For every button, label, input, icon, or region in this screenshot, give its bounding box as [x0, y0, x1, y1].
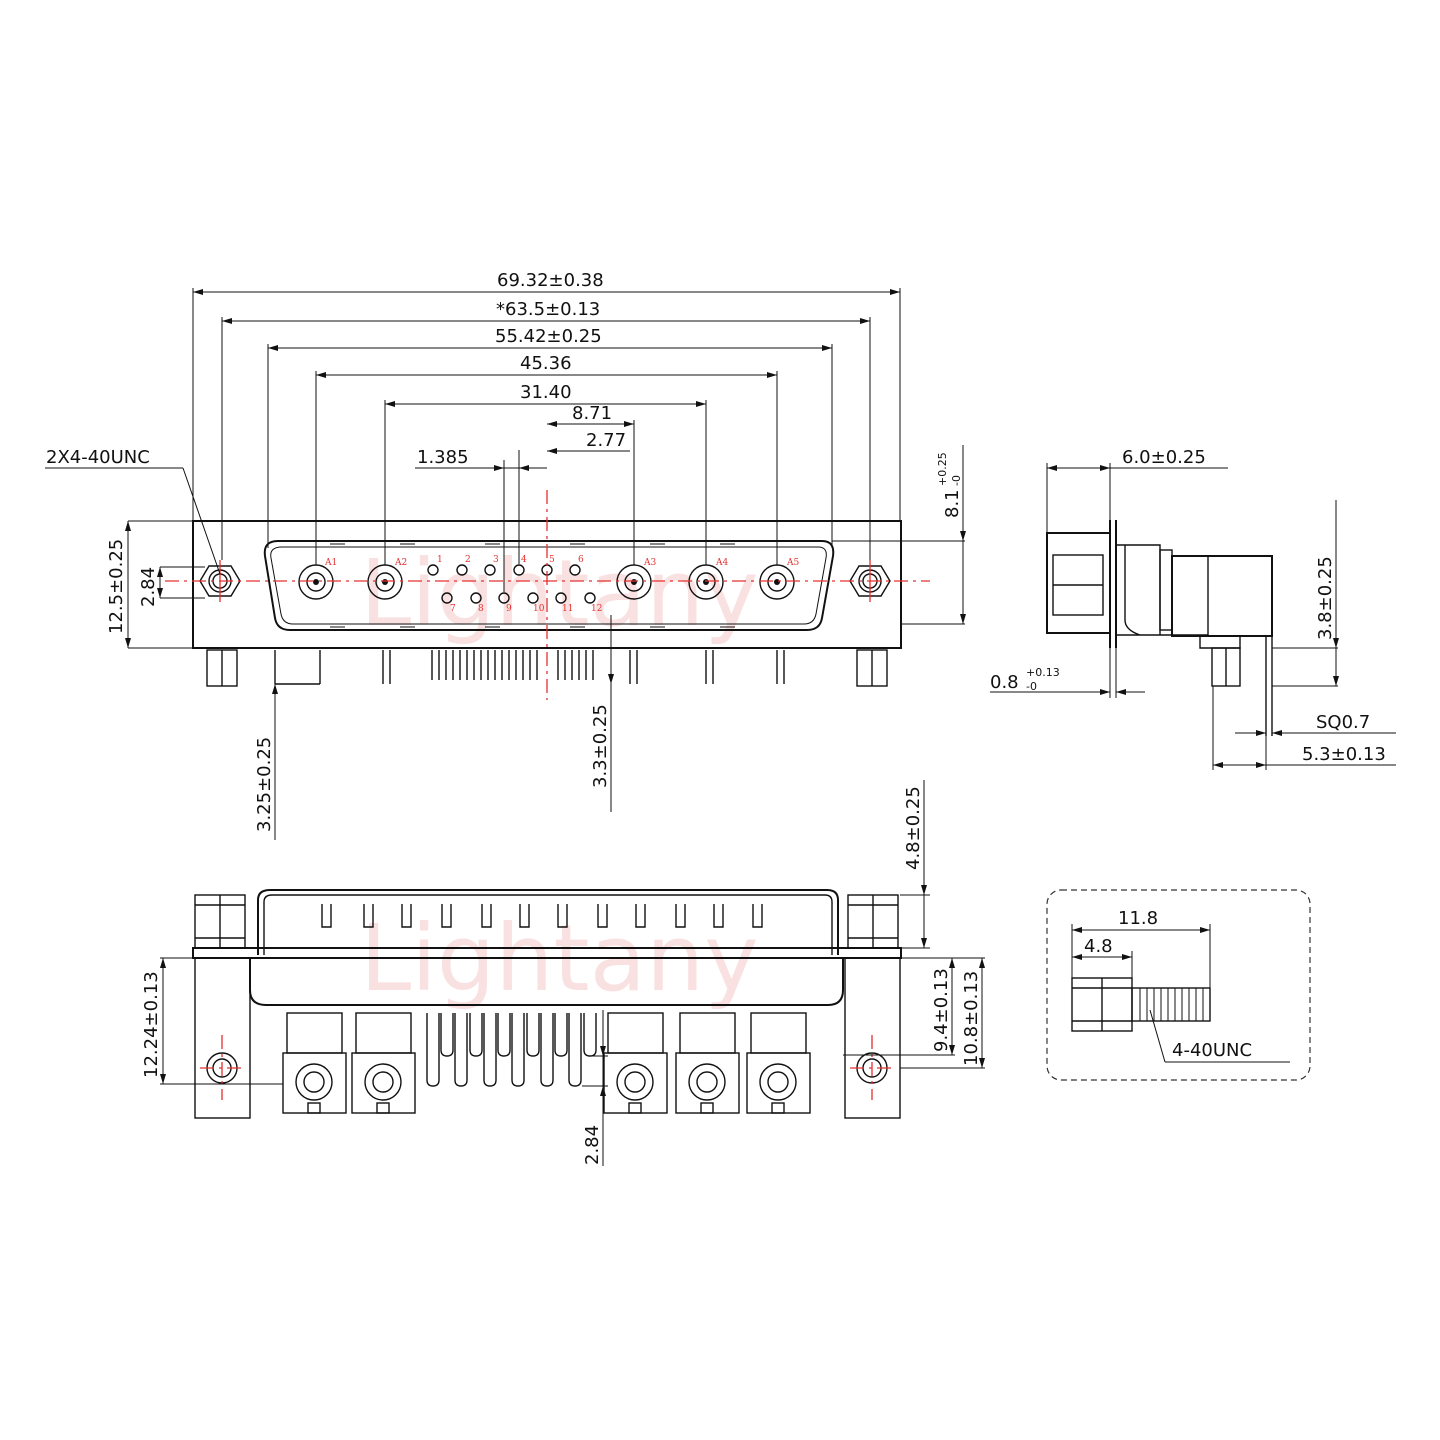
pin-label-5: 5 — [549, 555, 555, 565]
pin-label-12: 12 — [591, 604, 602, 614]
coax-label-a4: A4 — [715, 558, 728, 568]
side-pcb-tab — [1199, 635, 1241, 649]
pin-label-6: 6 — [578, 555, 584, 565]
side-dim-depth: 6.0±0.25 — [1122, 447, 1206, 468]
bottom-centermarks — [200, 1035, 894, 1100]
bottom-shell-top-inner — [263, 894, 833, 955]
pin-label-2: 2 — [465, 555, 471, 565]
pin-label-4: 4 — [521, 555, 527, 565]
bottom-dim-pin-row: 9.4±0.13 — [931, 968, 952, 1052]
side-shell — [1116, 544, 1208, 636]
screw-thread-lines — [1139, 988, 1204, 1021]
side-tol-upper: +0.13 — [1026, 666, 1060, 679]
side-housing — [1171, 555, 1273, 637]
dim-pin-length: 3.3±0.25 — [590, 704, 611, 788]
thread-callout: 2X4-40UNC — [46, 447, 150, 468]
dim-coax-span: 45.36 — [520, 353, 572, 374]
pin-label-3: 3 — [493, 555, 499, 565]
side-dim-arrows — [1047, 465, 1339, 768]
side-dim-pin-square: SQ0.7 — [1316, 712, 1370, 733]
dim-pin-offset: 2.77 — [586, 430, 626, 451]
dim-shell-height: 8.1 — [942, 489, 963, 518]
front-dim-arrows — [125, 289, 966, 694]
screw-dim-total-length: 11.8 — [1118, 908, 1158, 929]
dim-hole-offset: 2.84 — [138, 567, 159, 607]
side-dim-lines — [990, 463, 1396, 770]
front-dshell-inner — [270, 546, 827, 625]
bottom-flange — [192, 947, 902, 959]
side-view: 6.0±0.25 3.8±0.25 0.8 +0.13 -0 SQ0.7 5.3… — [990, 447, 1396, 770]
bottom-shell-slots — [321, 904, 763, 928]
screw-thread-callout: 4-40UNC — [1172, 1040, 1252, 1061]
front-legs — [206, 649, 888, 687]
dim-leg-length: 3.25±0.25 — [254, 737, 275, 832]
bottom-dim-pin-pitch: 2.84 — [582, 1125, 603, 1165]
bottom-insulator — [249, 958, 844, 1006]
side-shell-rear — [1159, 549, 1173, 631]
side-body — [1046, 532, 1111, 634]
front-view: A1 A2 A3 A4 A5 1 2 3 4 5 6 7 8 9 10 11 1… — [45, 270, 966, 840]
pin-label-8: 8 — [478, 604, 484, 614]
bottom-signal-pins — [426, 1013, 597, 1087]
pin-label-1: 1 — [437, 555, 443, 565]
side-dim-pin-offset: 5.3±0.13 — [1302, 744, 1386, 765]
pin-label-10: 10 — [533, 604, 545, 614]
dim-pin-half-pitch: 1.385 — [417, 447, 469, 468]
bottom-dim-arrows — [160, 885, 985, 1096]
bottom-jackscrews — [194, 894, 899, 949]
shell-dimples — [330, 543, 735, 628]
coax-label-a5: A5 — [786, 558, 799, 568]
coax-label-a2: A2 — [394, 558, 407, 568]
dim-mount-spacing: *63.5±0.13 — [496, 299, 600, 320]
dim-inner-coax-span: 31.40 — [520, 382, 572, 403]
screw-dim-head-length: 4.8 — [1084, 936, 1113, 957]
tol-shell-lower: -0 — [950, 475, 963, 486]
front-dshell — [263, 540, 835, 631]
dim-overall-width: 69.32±0.38 — [497, 270, 604, 291]
pin-label-11: 11 — [562, 604, 573, 614]
coax-label-a3: A3 — [643, 558, 656, 568]
bottom-shell-top — [257, 889, 839, 955]
pin-label-7: 7 — [450, 604, 456, 614]
bottom-view: 4.8±0.25 12.24±0.13 9.4±0.13 10.8±0.13 2… — [141, 780, 985, 1166]
coax-label-a1: A1 — [324, 558, 337, 568]
screw-detail: 11.8 4.8 4-40UNC — [1046, 889, 1311, 1081]
bottom-dim-jackscrew-height: 4.8±0.25 — [903, 786, 924, 870]
pin-label-9: 9 — [506, 604, 512, 614]
screw-dim-arrows — [1072, 927, 1210, 960]
screw-thread-body — [1131, 987, 1211, 1022]
dim-flange-height: 12.5±0.25 — [106, 539, 127, 634]
tol-shell-upper: +0.25 — [936, 452, 949, 486]
bottom-dim-lock-depth: 12.24±0.13 — [141, 971, 162, 1078]
side-tol-lower: -0 — [1026, 680, 1037, 693]
bottom-coax-terminals — [282, 1012, 811, 1114]
bottom-dim-hole-row: 10.8±0.13 — [961, 971, 982, 1066]
dim-a3-offset: 8.71 — [572, 403, 612, 424]
side-dim-flange-thickness: 0.8 — [990, 672, 1019, 693]
dim-shell-width: 55.42±0.25 — [495, 326, 602, 347]
side-dim-height: 3.8±0.25 — [1315, 556, 1336, 640]
